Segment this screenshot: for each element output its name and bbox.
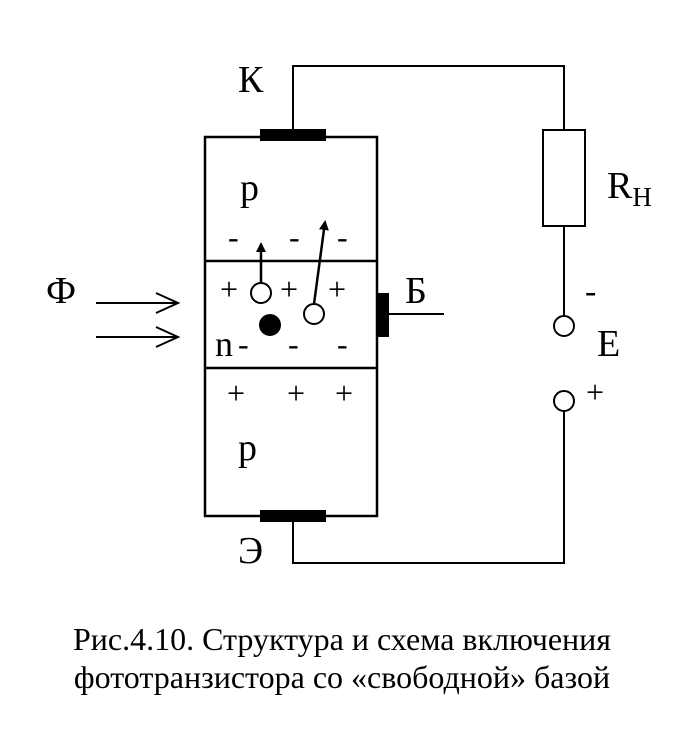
resistor-label-main: R: [607, 165, 633, 207]
phototransistor-diagram: К Э Б Ф RН Е - + p n p - - - + + + - - -…: [46, 59, 652, 572]
collector-wire: [292, 65, 565, 130]
base-contact: [377, 293, 389, 337]
base-negative-charge: -: [337, 326, 348, 362]
middle-region-label: n: [215, 324, 233, 364]
flux-arrow-lower-head: [155, 326, 181, 348]
flux-label: Ф: [46, 270, 76, 312]
source-terminal-plus: [553, 390, 575, 412]
collector-contact: [260, 129, 326, 141]
emitter-label: Э: [238, 530, 263, 572]
emitter-junction-charge: +: [335, 375, 353, 411]
base-label: Б: [405, 270, 427, 312]
hole-1: [250, 282, 272, 304]
collector-label: К: [238, 59, 264, 101]
emitter-junction-charge: +: [227, 375, 245, 411]
base-positive-charge: +: [328, 271, 346, 307]
collector-junction-charge: -: [228, 219, 239, 255]
source-minus-sign: -: [585, 273, 596, 310]
resistor-label: RН: [607, 165, 652, 212]
collector-junction-charge: -: [289, 219, 300, 255]
base-negative-charge: -: [288, 326, 299, 362]
base-positive-charge: +: [280, 271, 298, 307]
source-label: Е: [597, 323, 620, 365]
top-region-label: p: [240, 167, 259, 209]
emitter-wire: [292, 411, 565, 564]
emitter-contact: [260, 510, 326, 522]
collector-junction-charge: -: [337, 219, 348, 255]
hole-2: [303, 303, 325, 325]
source-terminal-minus: [553, 315, 575, 337]
caption-line-1: Рис.4.10. Структура и схема включения: [72, 621, 611, 657]
base-negative-charge: -: [238, 326, 249, 362]
emitter-junction-charge: +: [287, 375, 305, 411]
figure-caption: Рис.4.10. Структура и схема включения фо…: [0, 620, 684, 696]
electron: [259, 314, 281, 336]
base-positive-charge: +: [220, 271, 238, 307]
bottom-region-label: p: [238, 427, 257, 469]
source-plus-sign: +: [586, 374, 604, 410]
flux-arrow-upper-head: [155, 292, 181, 314]
resistor-label-subscript: Н: [632, 182, 652, 212]
caption-line-2: фототранзистора со «свободной» базой: [73, 659, 611, 695]
hole-drift-arrow-2: [312, 220, 329, 305]
load-resistor: [542, 129, 586, 227]
